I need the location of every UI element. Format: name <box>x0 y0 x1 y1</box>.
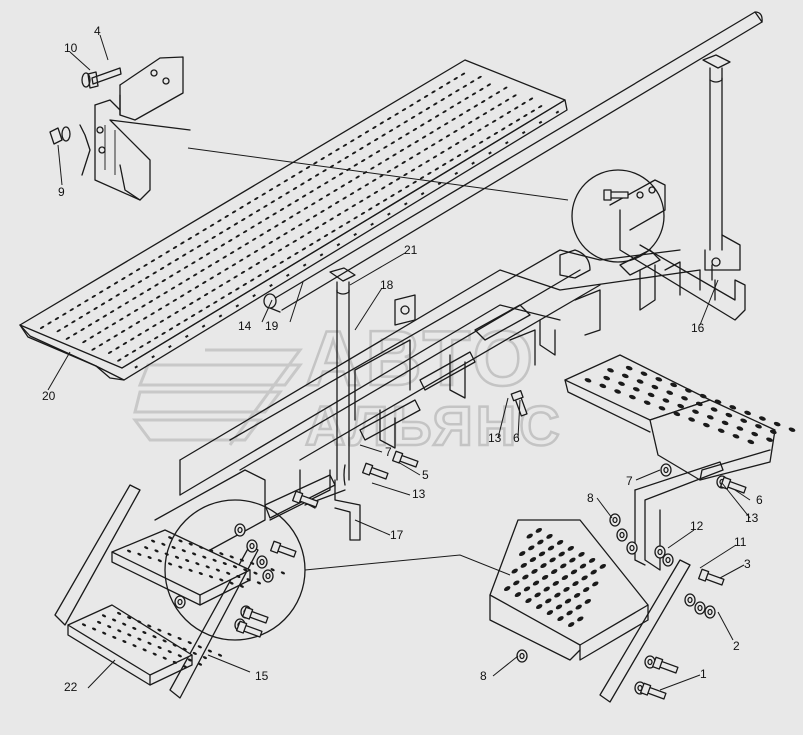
callout-10: 10 <box>64 41 78 55</box>
callout-1: 1 <box>700 667 707 681</box>
callout-5: 5 <box>422 468 429 482</box>
callout-15: 15 <box>255 669 269 683</box>
detail-circle-upper <box>571 169 665 263</box>
callout-16: 16 <box>691 321 705 335</box>
callout-8: 8 <box>587 491 594 505</box>
callout-3: 3 <box>744 557 751 571</box>
callout-14: 14 <box>238 319 252 333</box>
watermark-emblem <box>132 348 303 446</box>
callout-2: 2 <box>733 639 740 653</box>
callout-11: 11 <box>734 535 747 549</box>
callout-13: 13 <box>488 431 502 445</box>
step-right-lower <box>489 519 649 661</box>
callout-20: 20 <box>42 389 56 403</box>
callout-17: 17 <box>390 528 404 542</box>
callout-18: 18 <box>380 278 394 292</box>
walkway-perforations <box>39 72 543 362</box>
chassis-frame <box>154 249 701 551</box>
callout-12: 12 <box>690 519 704 533</box>
fastener-group-right <box>510 189 747 700</box>
callout-7: 7 <box>626 474 633 488</box>
ladder-right-rail <box>599 559 691 703</box>
callout-6: 6 <box>756 493 763 507</box>
bracket-16 <box>609 179 746 321</box>
callout-13: 13 <box>745 511 759 525</box>
rod-cap <box>263 293 277 309</box>
callout-4: 4 <box>94 24 101 38</box>
step-right-upper-perforations <box>584 365 796 445</box>
step-lower <box>67 604 223 686</box>
walkway-edge-holes <box>134 110 560 369</box>
step-upper <box>111 529 285 606</box>
stanchion-right <box>702 54 741 281</box>
callout-7: 7 <box>385 445 392 459</box>
callout-8: 8 <box>480 669 487 683</box>
step-lower-perforations <box>81 611 223 669</box>
fastener-group-lower <box>174 450 419 638</box>
callout-22: 22 <box>64 680 78 694</box>
watermark: АВТО АЛЬЯНС <box>132 313 563 458</box>
callout-6: 6 <box>513 431 520 445</box>
stanchion-center <box>329 267 361 541</box>
callout-labels: 1 2 3 4 5 6 6 7 7 8 8 9 10 11 12 13 13 1… <box>42 24 763 694</box>
leader-lines <box>47 34 751 691</box>
upper-left-bracket <box>79 56 191 201</box>
step-right-lower-perforations <box>504 527 606 628</box>
callout-9: 9 <box>58 185 65 199</box>
watermark-line2: АЛЬЯНС <box>305 394 563 457</box>
callout-13: 13 <box>412 487 426 501</box>
bolt-10 <box>81 67 122 89</box>
nut-9 <box>49 126 71 145</box>
callout-19: 19 <box>265 319 279 333</box>
callout-21: 21 <box>404 243 418 257</box>
step-right-upper <box>564 354 796 481</box>
walkway-platform <box>19 59 568 381</box>
bracket-right-lower <box>634 461 724 571</box>
watermark-line1: АВТО <box>305 314 537 402</box>
